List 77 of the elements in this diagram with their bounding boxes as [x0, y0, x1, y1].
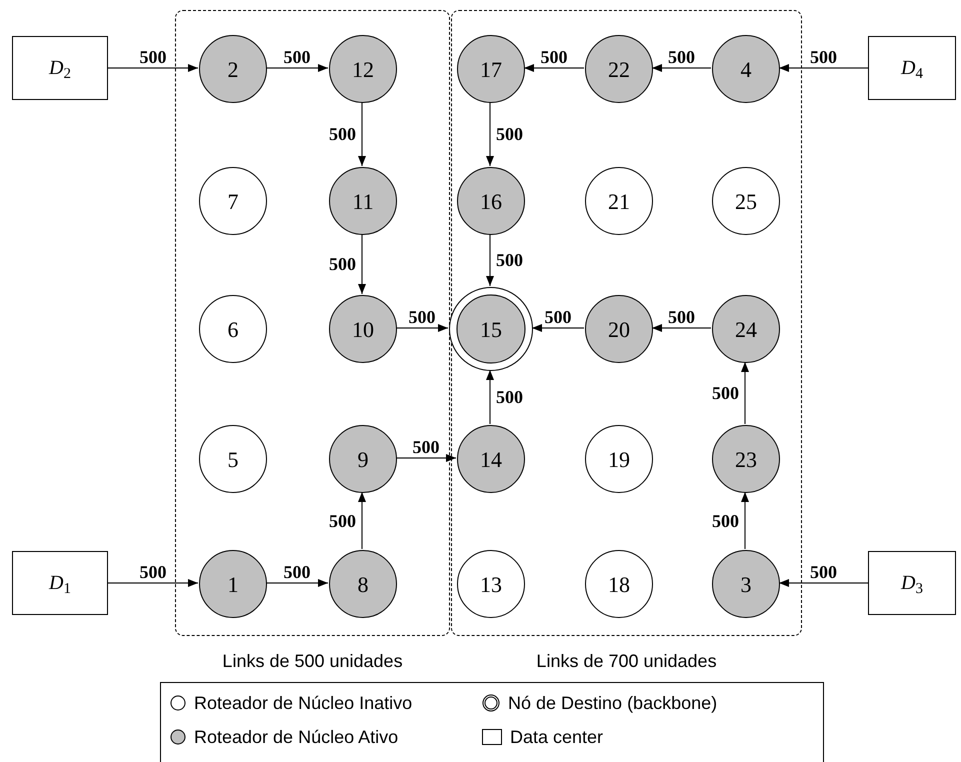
router-node: 9 [329, 425, 397, 493]
data-center-box: D$_{2}$ [12, 36, 108, 100]
edge-label: 500 [668, 308, 695, 326]
arrow [652, 64, 711, 72]
router-node: 1 [199, 550, 267, 618]
edge-label: 500 [408, 308, 436, 326]
router-node: 4 [712, 35, 780, 103]
dashed-region [175, 10, 450, 636]
edge-label: 500 [284, 563, 310, 581]
edge-label: 500 [329, 255, 356, 273]
arrow [396, 324, 448, 332]
edge-label: 500 [540, 48, 568, 66]
router-node: 17 [457, 35, 525, 103]
router-node: 23 [712, 425, 780, 493]
arrow [358, 102, 366, 166]
edge-label: 500 [712, 384, 739, 402]
arrow [652, 324, 711, 332]
router-node: 16 [457, 167, 525, 235]
legend-label: Roteador de Núcleo Ativo [194, 726, 398, 748]
edge-label: 500 [412, 438, 440, 456]
legend-label: Data center [510, 726, 604, 748]
edge-label: 500 [329, 125, 356, 143]
arrow [108, 64, 198, 72]
legend-label: Roteador de Núcleo Inativo [194, 692, 412, 714]
edge-label: 500 [712, 512, 739, 530]
router-node: 25 [712, 167, 780, 235]
router-node: 5 [199, 425, 267, 493]
router-node: 10 [329, 295, 397, 363]
arrow [486, 102, 494, 166]
arrow [358, 234, 366, 294]
edge-label: 500 [668, 48, 695, 66]
data-center-box: D$_{4}$ [868, 36, 956, 100]
edge-label: 500 [140, 563, 166, 581]
router-node: 24 [712, 295, 780, 363]
arrow [741, 492, 749, 549]
router-node: 11 [329, 167, 397, 235]
edge-label: 500 [496, 251, 523, 269]
region-caption: Links de 500 unidades [222, 650, 403, 673]
edge-label: 500 [810, 563, 837, 581]
edge-label: 500 [496, 125, 523, 143]
router-node: 3 [712, 550, 780, 618]
arrow [779, 579, 868, 587]
arrow [524, 64, 584, 72]
arrow [486, 370, 494, 424]
edge-label: 500 [284, 48, 310, 66]
router-node: 20 [585, 295, 653, 363]
arrow [741, 362, 749, 424]
dashed-region [451, 10, 802, 636]
arrow [396, 454, 456, 462]
arrow [108, 579, 198, 587]
edge-label: 500 [544, 308, 572, 326]
legend-label: Nó de Destino (backbone) [508, 692, 718, 715]
router-node: 22 [585, 35, 653, 103]
region-caption: Links de 700 unidades [536, 650, 717, 673]
router-node: 12 [329, 35, 397, 103]
router-node: 7 [199, 167, 267, 235]
edge-label: 500 [140, 48, 166, 66]
arrow [532, 324, 584, 332]
router-node: 2 [199, 35, 267, 103]
router-node: 18 [585, 550, 653, 618]
router-node: 19 [585, 425, 653, 493]
destination-node: 15 [449, 287, 533, 371]
arrow [266, 579, 328, 587]
arrow [266, 64, 328, 72]
arrow [358, 492, 366, 549]
router-node: 8 [329, 550, 397, 618]
router-node: 14 [457, 425, 525, 493]
arrow [486, 234, 494, 286]
data-center-box: D$_{1}$ [12, 551, 108, 615]
edge-label: 500 [810, 48, 837, 66]
router-node: 21 [585, 167, 653, 235]
router-node: 13 [457, 550, 525, 618]
arrow [779, 64, 868, 72]
data-center-box: D$_{3}$ [868, 551, 956, 615]
edge-label: 500 [329, 512, 356, 530]
router-node: 6 [199, 295, 267, 363]
edge-label: 500 [496, 388, 523, 406]
